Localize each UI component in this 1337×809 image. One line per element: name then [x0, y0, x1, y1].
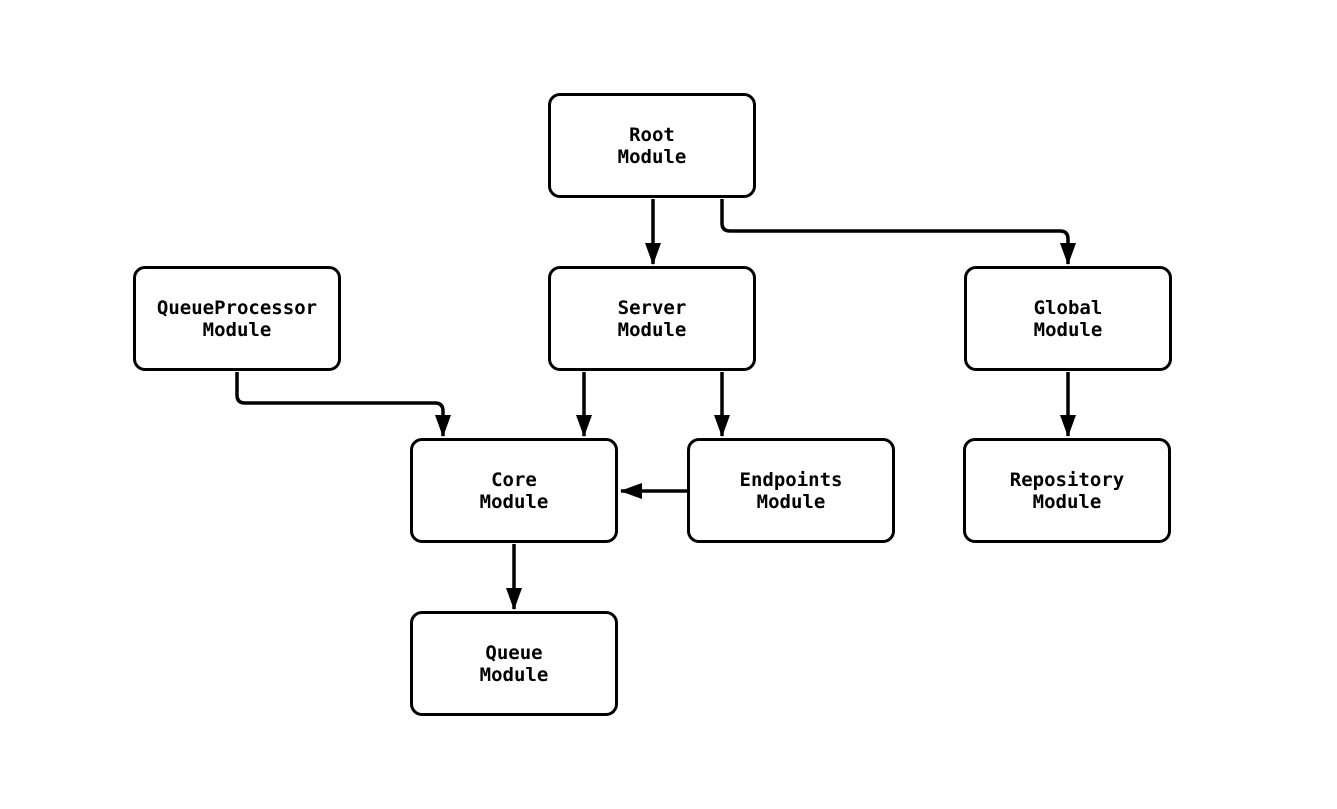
node-root-module-label: Root Module — [617, 123, 687, 168]
node-endpoints-module-label: Endpoints Module — [739, 468, 843, 513]
node-core-module-label: Core Module — [479, 468, 549, 513]
node-global-module: Global Module — [964, 266, 1172, 371]
node-repository-module: Repository Module — [963, 438, 1171, 543]
node-global-module-label: Global Module — [1033, 296, 1103, 341]
node-repository-module-label: Repository Module — [1009, 468, 1125, 513]
node-server-module-label: Server Module — [617, 296, 687, 341]
node-queue-module: Queue Module — [410, 611, 618, 716]
node-server-module: Server Module — [548, 266, 756, 371]
node-queueprocessor-module-label: QueueProcessor Module — [156, 296, 318, 341]
edge-queueprocessor-core — [235, 372, 451, 437]
node-core-module: Core Module — [410, 438, 618, 543]
edge-root-global — [720, 199, 1076, 265]
node-queue-module-label: Queue Module — [479, 641, 549, 686]
node-queueprocessor-module: QueueProcessor Module — [133, 266, 341, 371]
node-endpoints-module: Endpoints Module — [687, 438, 895, 543]
node-root-module: Root Module — [548, 93, 756, 198]
